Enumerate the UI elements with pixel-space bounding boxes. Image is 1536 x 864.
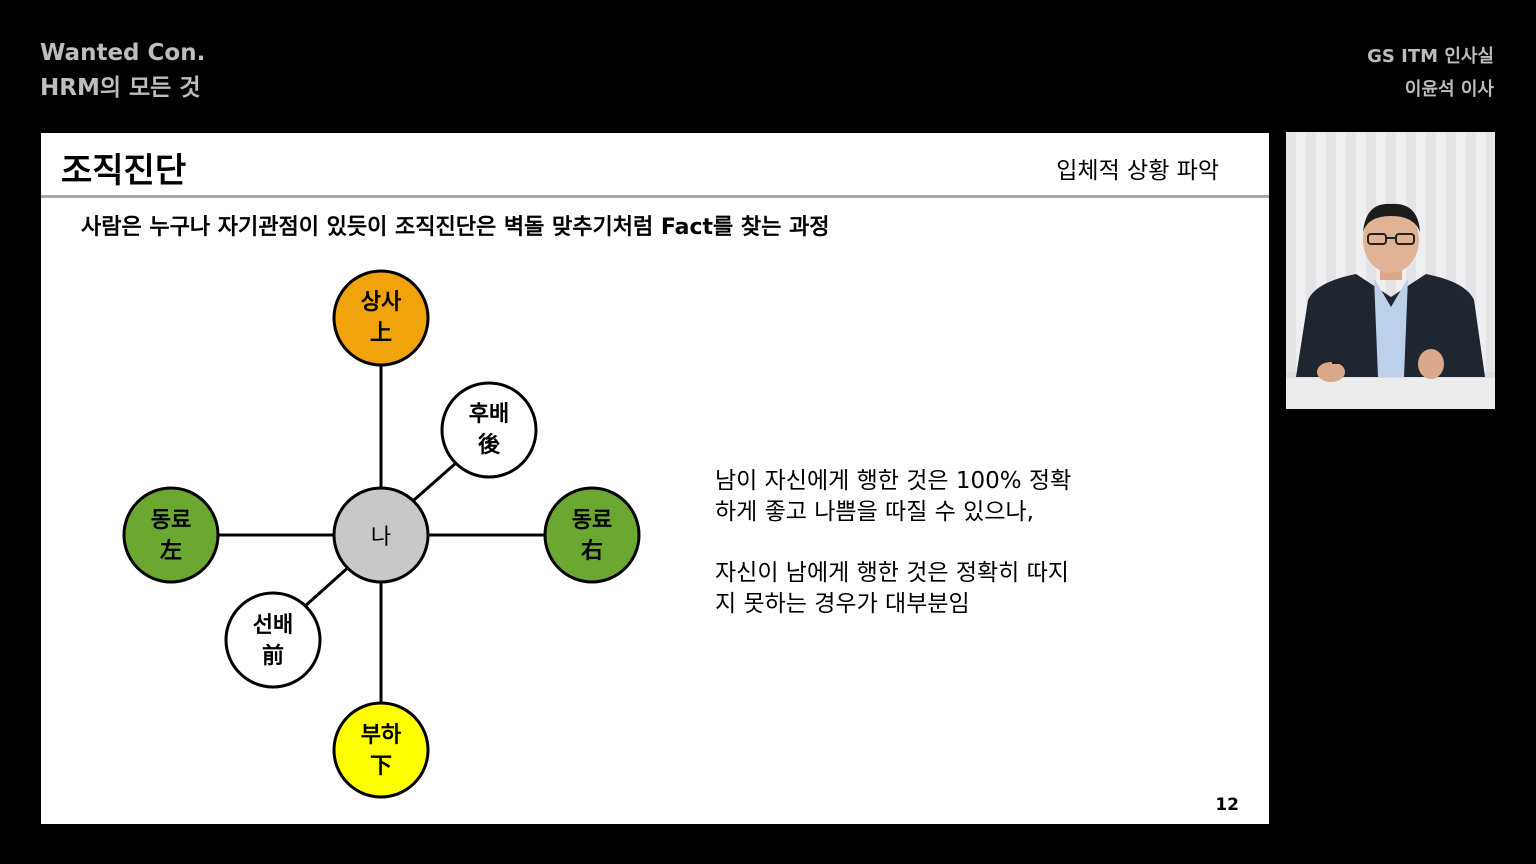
event-name: Wanted Con. xyxy=(40,40,206,66)
peer-left-node xyxy=(122,486,220,584)
page-number: 12 xyxy=(1215,795,1239,815)
slide-subtitle: 입체적 상황 파악 xyxy=(1056,158,1219,184)
slide-headline: 사람은 누구나 자기관점이 있듯이 조직진단은 벽돌 맞추기처럼 Fact를 찾… xyxy=(81,215,830,240)
presentation-slide: 조직진단 입체적 상황 파악 사람은 누구나 자기관점이 있듯이 조직진단은 벽… xyxy=(41,133,1269,824)
peer-left-hanja: 左 xyxy=(160,538,182,564)
note2-line1: 자신이 남에게 행한 것은 정확히 따지 xyxy=(715,560,1069,586)
peer-right-label: 동료 xyxy=(572,508,612,533)
boss-hanja: 上 xyxy=(370,321,392,346)
peer-left-label: 동료 xyxy=(151,508,191,533)
junior-node xyxy=(440,381,538,479)
session-name: HRM의 모든 것 xyxy=(40,75,201,101)
peer-right-hanja: 右 xyxy=(581,539,603,564)
subordinate-hanja: 下 xyxy=(370,754,392,779)
peer-right-node xyxy=(543,486,641,584)
speaker-name: 이윤석 이사 xyxy=(1404,79,1494,100)
junior-label: 후배 xyxy=(469,402,509,427)
junior-hanja: 後 xyxy=(478,432,501,458)
note2-line2: 지 못하는 경우가 대부분임 xyxy=(715,591,970,617)
senior-node xyxy=(224,591,322,689)
note-self-to-others: 자신이 남에게 행한 것은 정확히 따지 지 못하는 경우가 대부분임 xyxy=(715,558,1069,620)
note1-line1: 남이 자신에게 행한 것은 100% 정확 xyxy=(715,468,1072,494)
note1-line2: 하게 좋고 나쁨을 따질 수 있으나, xyxy=(715,499,1034,525)
self-node xyxy=(332,486,430,584)
speaker-org: GS ITM 인사실 xyxy=(1367,46,1494,67)
junior-connector xyxy=(413,461,457,502)
desk-surface xyxy=(1286,378,1495,409)
slide-title: 조직진단 xyxy=(61,151,187,191)
boss-label: 상사 xyxy=(361,290,402,315)
title-divider xyxy=(41,195,1269,198)
self-label: 나 xyxy=(371,525,391,550)
boss-node xyxy=(332,269,430,367)
presenter-video xyxy=(1286,132,1495,409)
senior-label: 선배 xyxy=(253,613,293,638)
relationship-diagram: 상사 上 부하 下 동료 左 동료 右 후배 後 선배 前 나 xyxy=(122,269,641,799)
speaker-info: GS ITM 인사실 이윤석 이사 xyxy=(1367,40,1494,106)
subordinate-node xyxy=(332,701,430,799)
presenter-icon xyxy=(1296,203,1485,382)
senior-hanja: 前 xyxy=(262,643,284,669)
event-title: Wanted Con. HRM의 모든 것 xyxy=(40,36,205,106)
subordinate-label: 부하 xyxy=(361,723,402,748)
note-others-to-self: 남이 자신에게 행한 것은 100% 정확 하게 좋고 나쁨을 따질 수 있으나… xyxy=(715,466,1071,528)
